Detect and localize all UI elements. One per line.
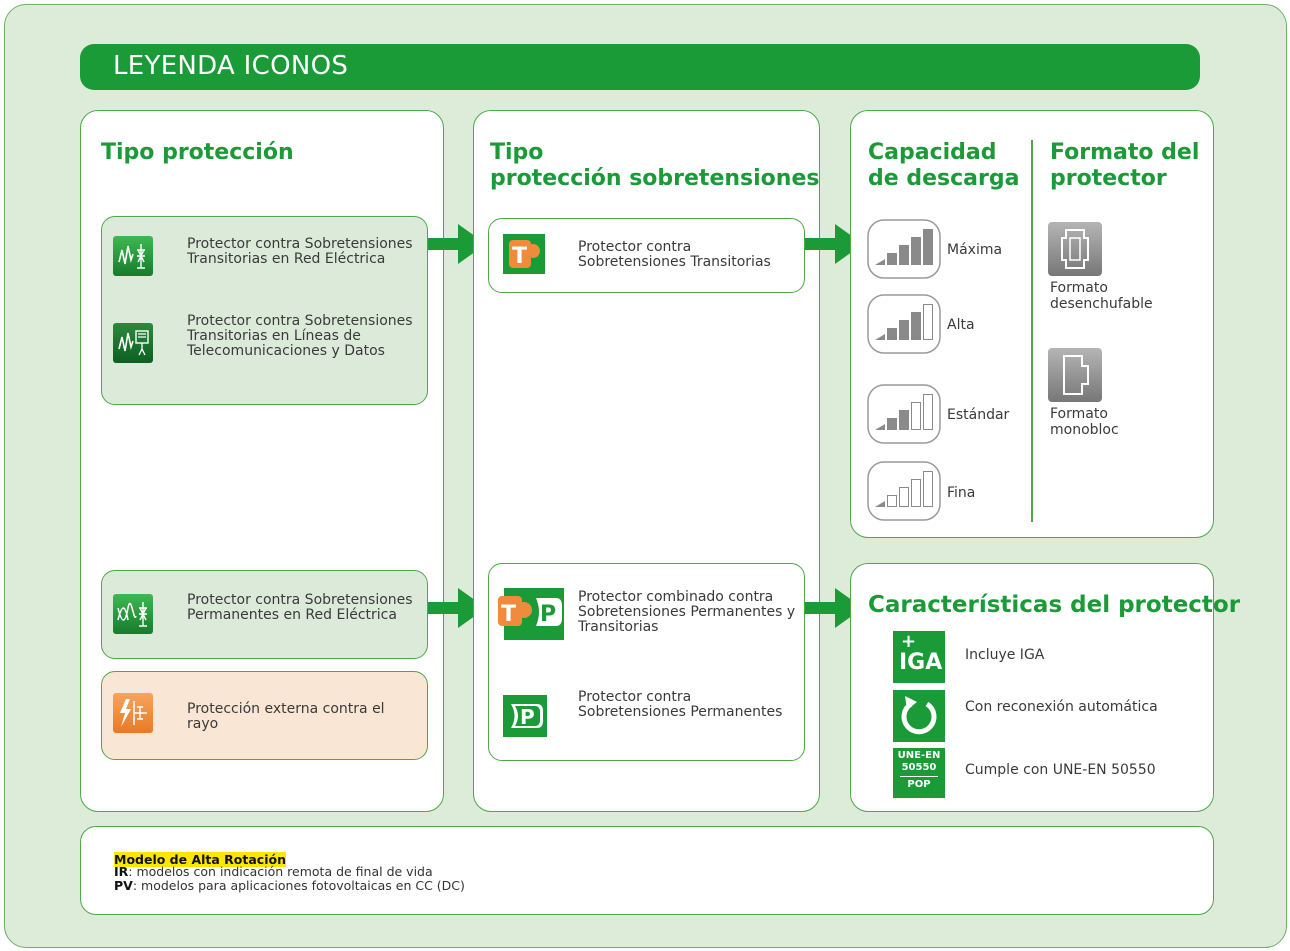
capacity-maxima-icon [867,219,941,279]
lightning-protection-icon [113,693,153,733]
iga-badge-text: IGA [899,650,943,675]
iga-icon: + IGA [893,631,945,683]
monobloc-format-line2: monobloc [1050,422,1119,438]
une-badge-line3: POP [907,779,931,790]
transient-telecom-icon [113,323,153,363]
footer-pv-line: PV: modelos para aplicaciones fotovoltai… [114,879,465,892]
pluggable-format-line2: desenchufable [1050,296,1153,312]
combined-tp-icon: T P [498,588,564,640]
panel-title-sobretensiones-line1: Tipo [490,140,544,165]
transient-t-icon: T [503,234,545,274]
une-badge-line2: 50550 [901,762,937,773]
alta-rotacion-label: Modelo de Alta Rotación [114,852,286,867]
transient-power-line-icon [113,236,153,276]
arrow-right-icon [428,588,486,628]
features-title: Características del protector [868,592,1241,618]
une-badge-line1: UNE-EN [897,750,941,761]
arrow-right-icon [805,224,863,264]
auto-reconnect-label: Con reconexión automática [965,699,1158,715]
permanent-p-icon: P [503,695,547,737]
capacity-title-line2: de descarga [868,166,1020,191]
column-divider [1031,140,1033,522]
panel-title-sobretensiones-line2: protección sobretensiones [490,166,820,191]
transient-types-box [101,216,428,405]
combined-protector-label: Protector combinado contra Sobretensione… [578,589,796,635]
monobloc-format-icon [1048,348,1102,402]
transient-power-line-label: Protector contra Sobretensiones Transito… [187,236,413,267]
panel-title-tipo-proteccion: Tipo protección [101,140,294,165]
capacity-estandar-icon [867,384,941,444]
transient-telecom-label: Protector contra Sobretensiones Transito… [187,313,413,359]
lightning-box [101,671,428,760]
capacity-title-line1: Capacidad [868,140,997,165]
permanent-power-line-icon [113,594,153,634]
pluggable-format-line1: Formato [1050,280,1108,296]
legend-title: LEYENDA ICONOS [113,51,349,81]
iga-label: Incluye IGA [965,647,1045,663]
monobloc-format-line1: Formato [1050,406,1108,422]
transient-protector-label: Protector contra Sobretensiones Transito… [578,239,771,270]
pv-text: : modelos para aplicaciones fotovoltaica… [132,878,465,893]
p-badge-letter: P [520,705,535,729]
permanent-protector-label: Protector contra Sobretensiones Permanen… [578,689,783,720]
capacity-alta-label: Alta [947,317,975,333]
footer-notes [80,826,1214,915]
permanent-power-box [101,570,428,659]
ir-code: IR [114,864,129,879]
une-en-50550-icon: UNE-EN 50550 POP [893,748,945,798]
format-title-line2: protector [1050,166,1167,191]
permanent-power-line-label: Protector contra Sobretensiones Permanen… [187,592,413,623]
capacity-fina-label: Fina [947,485,976,501]
capacity-maxima-label: Máxima [947,242,1003,258]
ir-text: : modelos con indicación remota de final… [128,864,433,879]
pv-code: PV [114,878,133,893]
une-en-50550-label: Cumple con UNE-EN 50550 [965,762,1156,778]
combined-p-letter: P [540,602,556,627]
arrow-right-icon [428,224,486,264]
legend-header: LEYENDA ICONOS [80,44,1200,90]
capacity-estandar-label: Estándar [947,407,1010,423]
pluggable-format-icon [1048,222,1102,276]
auto-reconnect-icon [893,690,945,742]
combined-t-letter: T [501,602,516,627]
t-badge-letter: T [512,244,527,269]
arrow-right-icon [805,588,863,628]
footer-highlight: Modelo de Alta Rotación [114,849,286,868]
format-title-line1: Formato del [1050,140,1200,165]
iga-plus: + [901,631,917,652]
lightning-protection-label: Protección externa contra el rayo [187,701,385,732]
capacity-alta-icon [867,294,941,354]
capacity-fina-icon [867,461,941,521]
footer-ir-line: IR: modelos con indicación remota de fin… [114,865,433,878]
